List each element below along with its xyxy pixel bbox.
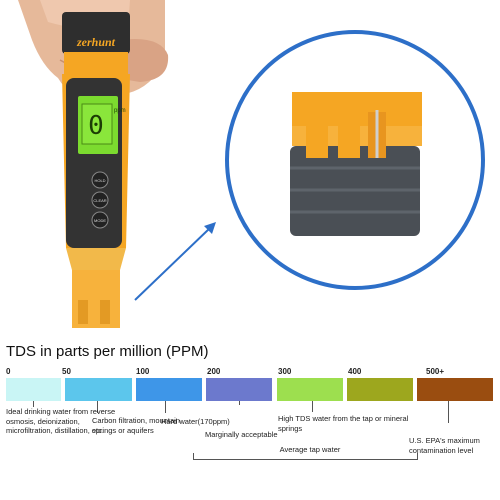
- tick-label-50: 50: [62, 367, 71, 376]
- swatch-50-100: [65, 378, 132, 401]
- swatch-500-plus: [417, 378, 493, 401]
- caption-marginal: Marginally acceptable: [205, 430, 278, 439]
- mode-button-label: MODE: [94, 218, 106, 223]
- caption-average: Average tap water: [248, 445, 372, 455]
- clear-button[interactable]: [91, 191, 109, 209]
- swatch-0-50: [6, 378, 61, 401]
- tds-scale-heading: TDS in parts per million (PPM): [6, 343, 209, 360]
- tds-meter-pen: [62, 12, 130, 328]
- swatch-400-500: [347, 378, 413, 401]
- leader-line-high: [312, 401, 313, 412]
- tick-label-500: 500+: [426, 367, 445, 376]
- caption-high: High TDS water from the tap or mineral s…: [278, 414, 409, 433]
- tick-label-100: 100: [136, 367, 150, 376]
- tick-label-300: 300: [278, 367, 292, 376]
- caption-epa: U.S. EPA's maximum contamination level: [409, 436, 480, 455]
- hold-button[interactable]: [91, 171, 109, 189]
- lcd-reading: 0: [88, 111, 104, 141]
- tick-label-200: 200: [207, 367, 221, 376]
- hold-button-label: HOLD: [94, 178, 105, 183]
- pointer-arrowhead: [204, 222, 216, 234]
- leader-line-ideal: [33, 401, 34, 407]
- lcd-unit: ppm: [114, 108, 126, 114]
- leader-line-marginal: [239, 401, 240, 405]
- swatch-200-300: [206, 378, 272, 401]
- tick-label-0: 0: [6, 367, 11, 376]
- product-photo: zerhunt 0 ppm HOLD CLEAR MODE: [18, 0, 485, 328]
- caption-carbon: Carbon filtration, mountain springs or a…: [92, 416, 180, 435]
- caption-hard: Hard water(170ppm): [161, 417, 230, 426]
- tick-label-400: 400: [348, 367, 362, 376]
- swatch-300-400: [277, 378, 343, 401]
- clear-button-label: CLEAR: [93, 198, 106, 203]
- swatch-100-200: [136, 378, 202, 401]
- mode-button[interactable]: [91, 211, 109, 229]
- brand-logo: zerhunt: [76, 35, 116, 49]
- leader-line-epa: [448, 401, 449, 423]
- caption-ideal: Ideal drinking water from reverse osmosi…: [6, 407, 116, 435]
- leader-line-carbon: [97, 401, 98, 413]
- leader-line-hard: [165, 401, 166, 413]
- probe-closeup: [225, 30, 485, 290]
- average-tap-water-bracket: [193, 453, 418, 460]
- pointer-arrow: [134, 227, 211, 301]
